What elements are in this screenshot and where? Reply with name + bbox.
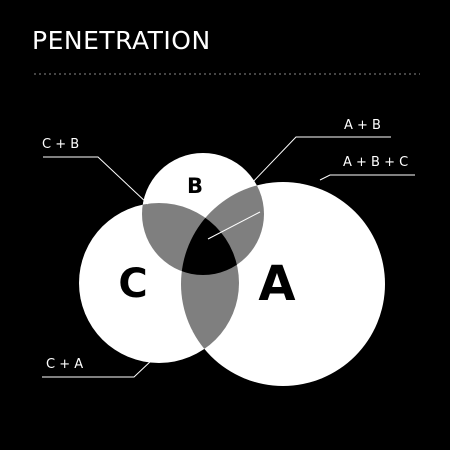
leader-line-a-plus-b	[248, 136, 391, 187]
page-title: PENETRATION	[32, 26, 211, 55]
set-label-b: B	[187, 174, 203, 198]
leader-line-c-plus-b	[43, 156, 149, 205]
leader-line-triple-pointer	[207, 211, 261, 240]
callout-c-plus-b: C + B	[42, 137, 79, 152]
set-label-a: A	[258, 256, 295, 312]
set-label-c: C	[118, 261, 147, 307]
leader-line-c-plus-a	[42, 359, 153, 378]
leader-line-a-plus-b-plus-c	[319, 174, 415, 181]
overlap-a-b-c	[181, 203, 239, 275]
callout-c-plus-a: C + A	[46, 357, 83, 372]
leader-line-c-plus-a-pointer	[177, 329, 193, 351]
callout-a-plus-b: A + B	[344, 118, 381, 133]
callout-a-plus-b-plus-c: A + B + C	[343, 155, 408, 170]
